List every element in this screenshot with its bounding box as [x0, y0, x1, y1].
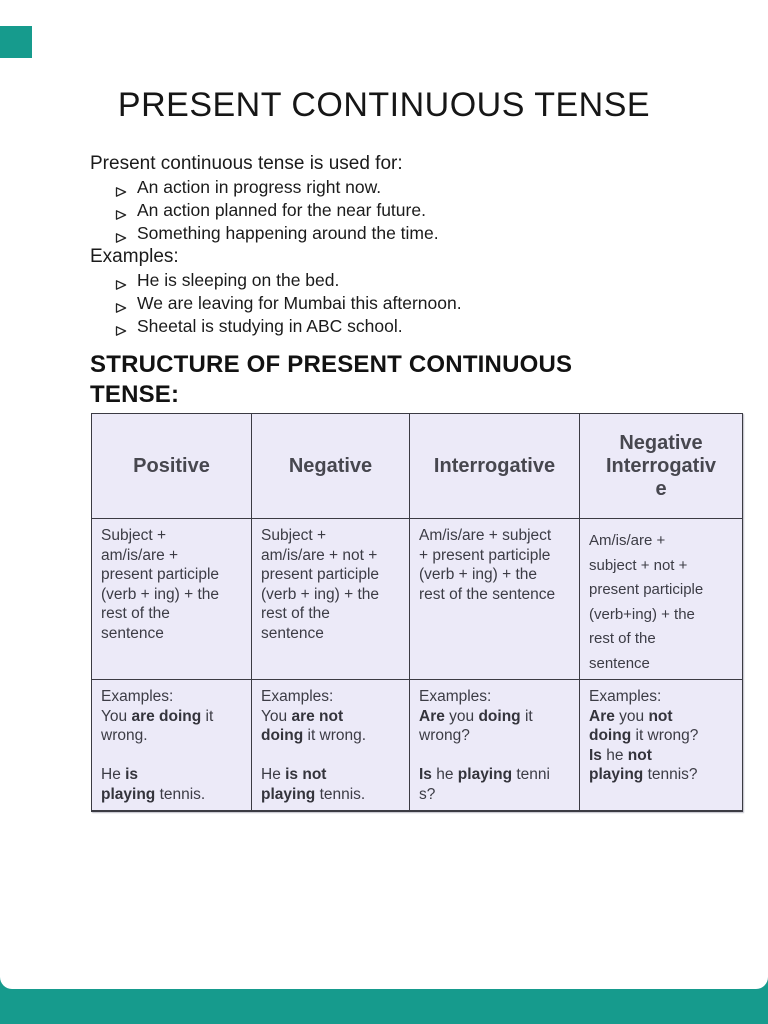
bullet-item: An action in progress right now.	[90, 176, 690, 199]
bullet-item: Sheetal is studying in ABC school.	[90, 315, 690, 338]
examples-bullet-list: He is sleeping on the bed. We are leaving…	[90, 269, 690, 338]
usage-bullet-list: An action in progress right now. An actio…	[90, 176, 690, 245]
table-structure-cell: Am/is/are +subject + not +present partic…	[580, 519, 742, 680]
arrow-bullet-icon	[115, 297, 127, 313]
bullet-text: He is sleeping on the bed.	[137, 270, 340, 290]
arrow-bullet-icon	[115, 274, 127, 290]
table-structure-cell: Am/is/are + subject+ present participle(…	[410, 519, 580, 680]
examples-label: Examples:	[90, 246, 179, 267]
arrow-bullet-icon	[115, 204, 127, 220]
arrow-bullet-icon	[115, 227, 127, 243]
bullet-text: We are leaving for Mumbai this afternoon…	[137, 293, 462, 313]
bullet-text: Something happening around the time.	[137, 223, 439, 243]
arrow-bullet-icon	[115, 181, 127, 197]
bullet-text: Sheetal is studying in ABC school.	[137, 316, 403, 336]
table-header-cell: Interrogative	[410, 414, 580, 519]
section-heading: STRUCTURE OF PRESENT CONTINUOUS TENSE:	[90, 351, 573, 408]
table-header-cell: Negative	[252, 414, 410, 519]
table-structure-cell: Subject +am/is/are + not +present partic…	[252, 519, 410, 680]
bullet-text: An action in progress right now.	[137, 177, 382, 197]
arrow-bullet-icon	[115, 320, 127, 336]
bullet-text: An action planned for the near future.	[137, 200, 426, 220]
table-structure-cell: Subject +am/is/are +present participle(v…	[92, 519, 252, 680]
bullet-item: He is sleeping on the bed.	[90, 269, 690, 292]
bullet-item: Something happening around the time.	[90, 222, 690, 245]
intro-section: Present continuous tense is used for: An…	[90, 152, 690, 338]
document-page: PRESENT CONTINUOUS TENSE Present continu…	[0, 0, 768, 989]
top-left-accent-square	[0, 26, 32, 58]
intro-lead: Present continuous tense is used for:	[90, 153, 403, 174]
table-header-cell: Positive	[92, 414, 252, 519]
page-title: PRESENT CONTINUOUS TENSE	[117, 86, 651, 124]
bullet-item: We are leaving for Mumbai this afternoon…	[90, 292, 690, 315]
bullet-item: An action planned for the near future.	[90, 199, 690, 222]
